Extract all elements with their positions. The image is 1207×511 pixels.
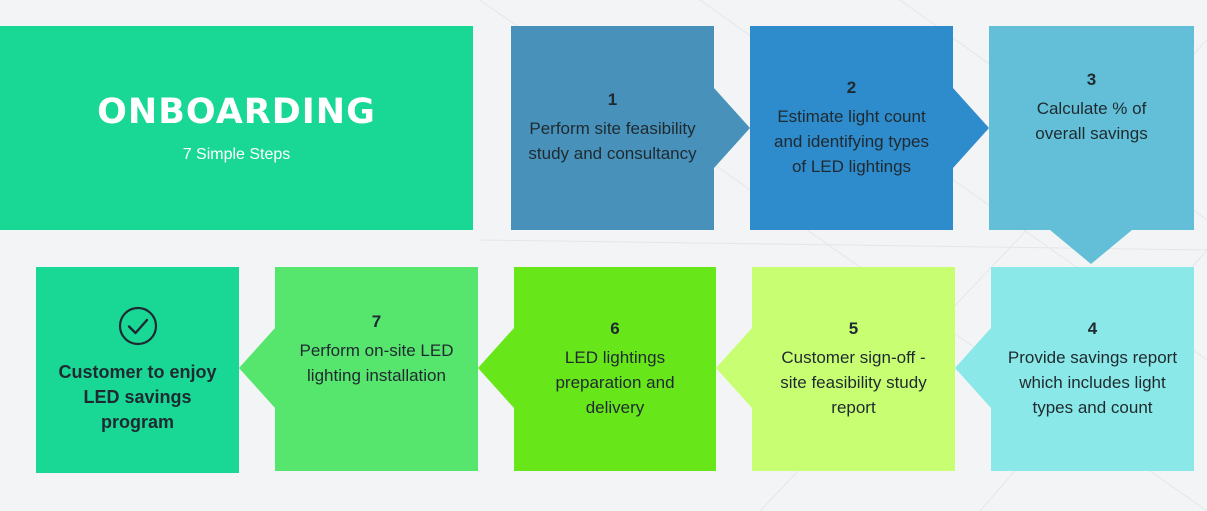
step-3-box: 3 Calculate % of overall savings	[989, 26, 1194, 230]
step-text: Provide savings report which includes li…	[1007, 347, 1178, 417]
step-7-box: 7 Perform on-site LED lighting installat…	[275, 267, 478, 471]
arrow-step1-to-step2	[714, 88, 750, 168]
step-number: 4	[1087, 318, 1098, 338]
step-text: Perform on-site LED lighting installatio…	[299, 341, 454, 385]
step-4-box: 4 Provide savings report which includes …	[991, 267, 1194, 471]
title-box: ONBOARDING 7 Simple Steps	[0, 26, 473, 230]
step-number: 3	[1086, 70, 1097, 89]
step-text: Estimate light count and identifying typ…	[774, 106, 929, 176]
step-text: LED lightings preparation and delivery	[555, 347, 675, 417]
final-outcome-box: Customer to enjoy LED savings program	[36, 267, 239, 473]
arrow-step2-to-step3	[953, 88, 989, 168]
step-6-box: 6 LED lightings preparation and delivery	[514, 267, 716, 471]
step-number: 6	[610, 318, 620, 338]
page-title: ONBOARDING	[97, 92, 376, 132]
arrow-step7-to-final	[239, 328, 275, 408]
final-outcome-text: Customer to enjoy LED savings program	[58, 361, 217, 432]
step-1-box: 1 Perform site feasibility study and con…	[511, 26, 714, 230]
step-text: Calculate % of overall savings	[1035, 99, 1148, 143]
step-text: Customer sign-off - site feasibility stu…	[780, 347, 927, 417]
step-5-box: 5 Customer sign-off - site feasibility s…	[752, 267, 955, 471]
arrow-step6-to-step7	[478, 328, 514, 408]
step-2-box: 2 Estimate light count and identifying t…	[750, 26, 953, 230]
page-subtitle: 7 Simple Steps	[182, 146, 291, 163]
arrow-step3-to-step4	[1050, 230, 1132, 264]
step-number: 1	[607, 90, 618, 109]
step-text: Perform site feasibility study and consu…	[528, 119, 697, 163]
step-number: 5	[848, 318, 859, 338]
step-number: 2	[846, 77, 857, 97]
arrow-step5-to-step6	[716, 328, 752, 408]
step-number: 7	[371, 312, 382, 331]
check-circle-icon	[118, 306, 157, 345]
arrow-step4-to-step5	[955, 328, 991, 408]
